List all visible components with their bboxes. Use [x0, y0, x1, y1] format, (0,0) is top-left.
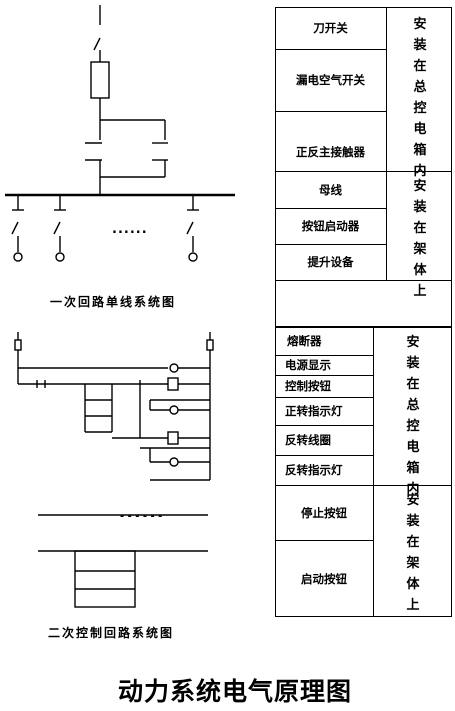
location-frame-section: 安装在架体上 — [413, 179, 427, 299]
leakage-breaker — [90, 61, 110, 99]
lower-button-block — [74, 550, 136, 608]
item-reversing-contactor: 正反主接触器 — [296, 145, 365, 159]
item-fuse: 熔断器 — [287, 334, 322, 348]
location-top-section: 安装在总控电箱内 — [413, 17, 427, 179]
control-ellipsis: - - - - - - — [120, 511, 162, 522]
item-knife-switch: 刀开关 — [313, 21, 348, 35]
upper-legend-table — [275, 7, 452, 327]
item-power-indicator: 电源显示 — [285, 358, 331, 372]
item-reverse-indicator: 反转指示灯 — [285, 463, 343, 477]
item-control-button: 控制按钮 — [285, 379, 331, 393]
primary-circuit — [5, 5, 235, 262]
item-busbar: 母线 — [319, 182, 342, 197]
item-start-button: 启动按钮 — [301, 571, 347, 586]
branch-1 — [11, 195, 24, 262]
location-box-section: 安装在总控电箱内 — [406, 335, 420, 497]
primary-circuit-caption: 一次回路单线系统图 — [50, 295, 177, 309]
item-hoist-equipment: 提升设备 — [307, 255, 354, 269]
location-button-section: 安装在架体上 — [406, 493, 420, 613]
branch-2 — [53, 195, 66, 262]
power-indicator-lamp — [169, 363, 179, 373]
item-stop-button: 停止按钮 — [301, 505, 347, 520]
item-forward-indicator: 正转指示灯 — [285, 404, 343, 418]
branch-3 — [186, 195, 199, 262]
knife-switch — [93, 37, 101, 51]
lower-legend-table — [275, 327, 452, 617]
item-button-starter: 按钮启动器 — [301, 219, 360, 233]
item-reverse-coil: 反转线圈 — [285, 433, 331, 447]
diagram-canvas: - - - - - - — [5, 5, 235, 608]
branch-ellipsis: ...... — [112, 222, 148, 237]
item-leakage-breaker: 漏电空气开关 — [296, 73, 365, 87]
secondary-circuit-caption: 二次控制回路系统图 — [48, 626, 175, 640]
diagram-title: 动力系统电气原理图 — [118, 677, 353, 706]
control-circuit — [14, 332, 214, 608]
